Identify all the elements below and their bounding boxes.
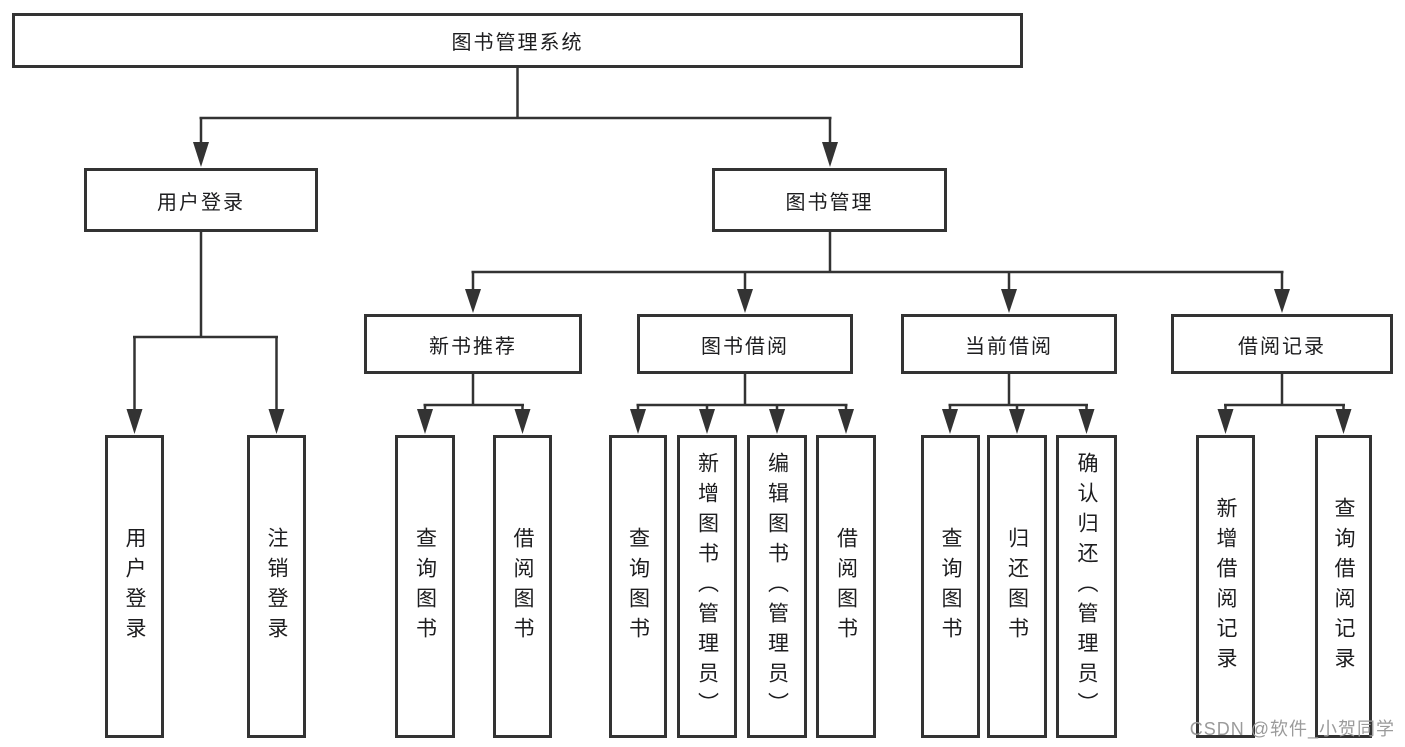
node-label: 新增图书（管理员） — [695, 451, 719, 722]
csdn-watermark: CSDN @软件_小贺同学 — [1189, 719, 1395, 739]
arrow-down-icon — [769, 409, 785, 434]
node-current-borrow: 当前借阅 — [901, 314, 1117, 374]
node-library-system: 图书管理系统 — [12, 13, 1023, 68]
leaf-add-books-admin: 新增图书（管理员） — [677, 435, 737, 738]
arrow-down-icon — [514, 409, 531, 434]
node-label: 查询借阅记录 — [1332, 496, 1355, 677]
arrow-down-icon — [630, 409, 646, 434]
arrow-down-icon — [1001, 289, 1017, 313]
arrow-down-icon — [737, 289, 753, 313]
node-label: 借阅记录 — [1238, 335, 1326, 358]
arrow-down-icon — [268, 409, 285, 434]
node-label: 新增借阅记录 — [1214, 496, 1237, 677]
leaf-query-borrow-record: 查询借阅记录 — [1315, 435, 1372, 738]
node-label: 归还图书 — [1005, 526, 1029, 647]
arrow-down-icon — [942, 409, 958, 434]
node-label: 查询图书 — [413, 526, 437, 647]
arrow-down-icon — [193, 142, 209, 167]
arrow-down-icon — [822, 142, 838, 167]
arrow-down-icon — [699, 409, 715, 434]
arrow-down-icon — [1078, 409, 1095, 434]
leaf-query-books-recommend: 查询图书 — [395, 435, 455, 738]
leaf-logout: 注销登录 — [247, 435, 306, 738]
node-label: 图书管理系统 — [451, 32, 584, 54]
node-label: 借阅图书 — [511, 526, 534, 647]
node-label: 当前借阅 — [965, 335, 1053, 358]
node-label: 查询图书 — [626, 526, 650, 647]
node-label: 编辑图书（管理员） — [765, 451, 789, 722]
leaf-borrow-books-recommend: 借阅图书 — [493, 435, 552, 738]
arrow-down-icon — [838, 409, 854, 434]
leaf-borrow-books: 借阅图书 — [816, 435, 876, 738]
leaf-add-borrow-record: 新增借阅记录 — [1196, 435, 1255, 738]
node-label: 用户登录 — [157, 191, 245, 214]
node-label: 注销登录 — [265, 526, 288, 647]
node-book-management: 图书管理 — [712, 168, 947, 232]
node-book-borrow: 图书借阅 — [637, 314, 853, 374]
leaf-user-login: 用户登录 — [105, 435, 164, 738]
node-borrow-records: 借阅记录 — [1171, 314, 1393, 374]
leaf-edit-books-admin: 编辑图书（管理员） — [747, 435, 807, 738]
node-new-book-recommend: 新书推荐 — [364, 314, 582, 374]
node-label: 借阅图书 — [834, 526, 858, 647]
leaf-query-books-borrow: 查询图书 — [609, 435, 667, 738]
arrow-down-icon — [1217, 409, 1234, 434]
arrow-down-icon — [417, 409, 433, 434]
node-label: 新书推荐 — [429, 335, 517, 358]
node-label: 确认归还（管理员） — [1075, 451, 1098, 722]
arrow-down-icon — [1274, 289, 1290, 313]
node-user-login: 用户登录 — [84, 168, 318, 232]
node-label: 图书借阅 — [701, 335, 789, 358]
arrow-down-icon — [1335, 409, 1352, 434]
node-label: 查询图书 — [939, 526, 962, 647]
connector-arrow-group — [126, 142, 1352, 434]
arrow-down-icon — [126, 409, 143, 434]
leaf-query-books-current: 查询图书 — [921, 435, 980, 738]
leaf-return-books: 归还图书 — [987, 435, 1047, 738]
node-label: 用户登录 — [123, 526, 146, 647]
node-label: 图书管理 — [785, 191, 874, 214]
leaf-confirm-return-admin: 确认归还（管理员） — [1056, 435, 1117, 738]
arrow-down-icon — [465, 289, 481, 313]
arrow-down-icon — [1009, 409, 1025, 434]
